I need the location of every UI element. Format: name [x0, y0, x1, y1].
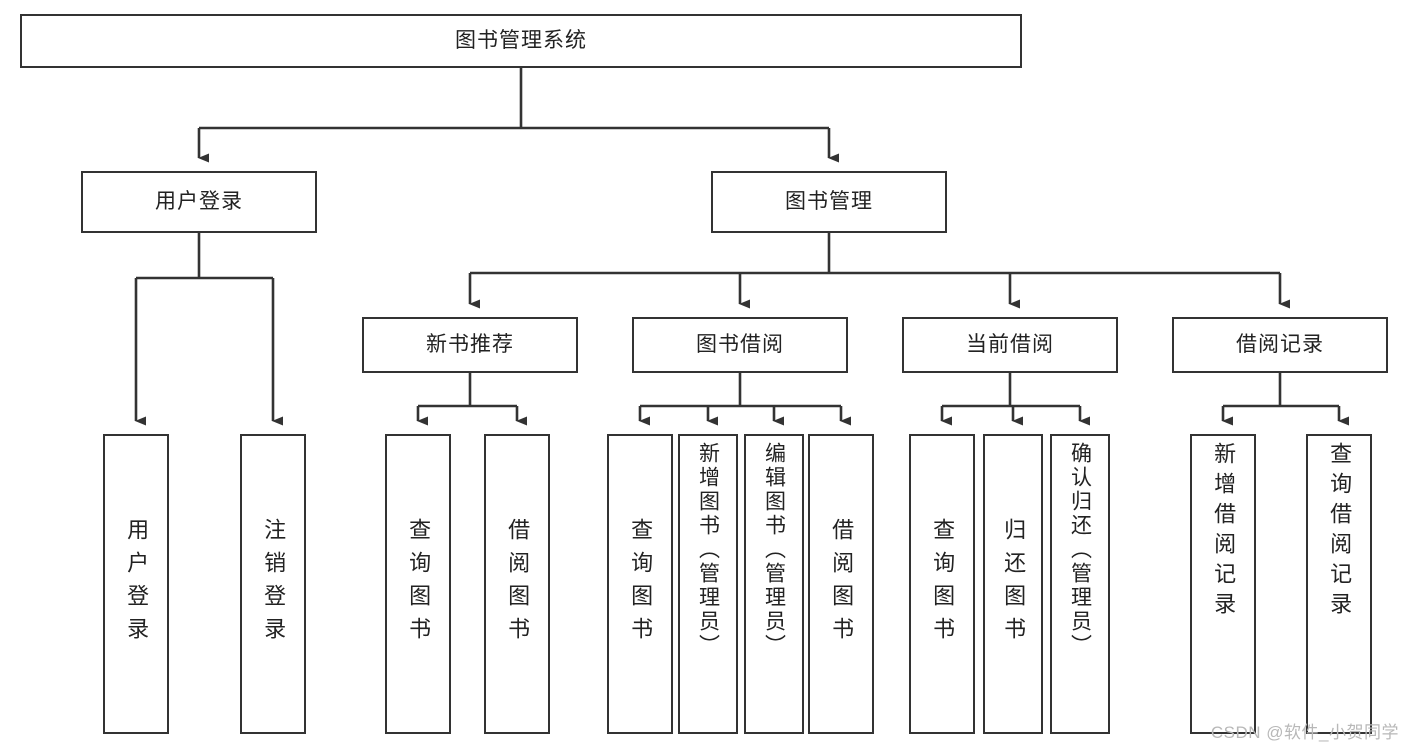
- node-leaf-query-book-1[interactable]: 查询图书: [385, 434, 451, 734]
- node-book-management[interactable]: 图书管理: [711, 171, 947, 233]
- node-leaf-borrow-book-2[interactable]: 借阅图书: [808, 434, 874, 734]
- node-label: 图书借阅: [696, 333, 784, 357]
- node-leaf-add-borrow-record[interactable]: 新增借阅记录: [1190, 434, 1256, 734]
- node-label: 确认归还（管理员）: [1068, 442, 1092, 658]
- node-borrow-record[interactable]: 借阅记录: [1172, 317, 1388, 373]
- watermark-text: CSDN @软件_小贺同学: [1210, 723, 1399, 742]
- node-leaf-query-borrow-record[interactable]: 查询借阅记录: [1306, 434, 1372, 734]
- node-label: 当前借阅: [966, 333, 1054, 357]
- node-label: 用户登录: [155, 190, 243, 214]
- node-leaf-query-book-2[interactable]: 查询图书: [607, 434, 673, 734]
- node-system-title[interactable]: 图书管理系统: [20, 14, 1022, 68]
- node-leaf-return-book[interactable]: 归还图书: [983, 434, 1043, 734]
- node-label: 归还图书: [1001, 518, 1027, 650]
- node-leaf-user-login[interactable]: 用户登录: [103, 434, 169, 734]
- node-label: 借阅图书: [505, 518, 531, 650]
- node-label: 编辑图书（管理员）: [762, 442, 786, 658]
- node-leaf-logout-login[interactable]: 注销登录: [240, 434, 306, 734]
- node-leaf-confirm-return-admin[interactable]: 确认归还（管理员）: [1050, 434, 1110, 734]
- node-label: 查询图书: [930, 518, 956, 650]
- node-leaf-add-book-admin[interactable]: 新增图书（管理员）: [678, 434, 738, 734]
- node-label: 查询借阅记录: [1327, 442, 1353, 622]
- node-label: 查询图书: [628, 518, 654, 650]
- node-label: 借阅图书: [829, 518, 855, 650]
- node-leaf-borrow-book-1[interactable]: 借阅图书: [484, 434, 550, 734]
- node-book-borrow[interactable]: 图书借阅: [632, 317, 848, 373]
- node-label: 新增借阅记录: [1211, 442, 1237, 622]
- node-label: 新增图书（管理员）: [696, 442, 720, 658]
- node-current-borrow[interactable]: 当前借阅: [902, 317, 1118, 373]
- node-leaf-query-book-3[interactable]: 查询图书: [909, 434, 975, 734]
- node-label: 新书推荐: [426, 333, 514, 357]
- node-label: 注销登录: [261, 518, 287, 650]
- node-label: 图书管理: [785, 190, 873, 214]
- node-label: 借阅记录: [1236, 333, 1324, 357]
- node-leaf-edit-book-admin[interactable]: 编辑图书（管理员）: [744, 434, 804, 734]
- node-new-book-recommend[interactable]: 新书推荐: [362, 317, 578, 373]
- node-label: 图书管理系统: [455, 29, 587, 53]
- node-label: 查询图书: [406, 518, 432, 650]
- node-user-login[interactable]: 用户登录: [81, 171, 317, 233]
- node-label: 用户登录: [124, 518, 150, 650]
